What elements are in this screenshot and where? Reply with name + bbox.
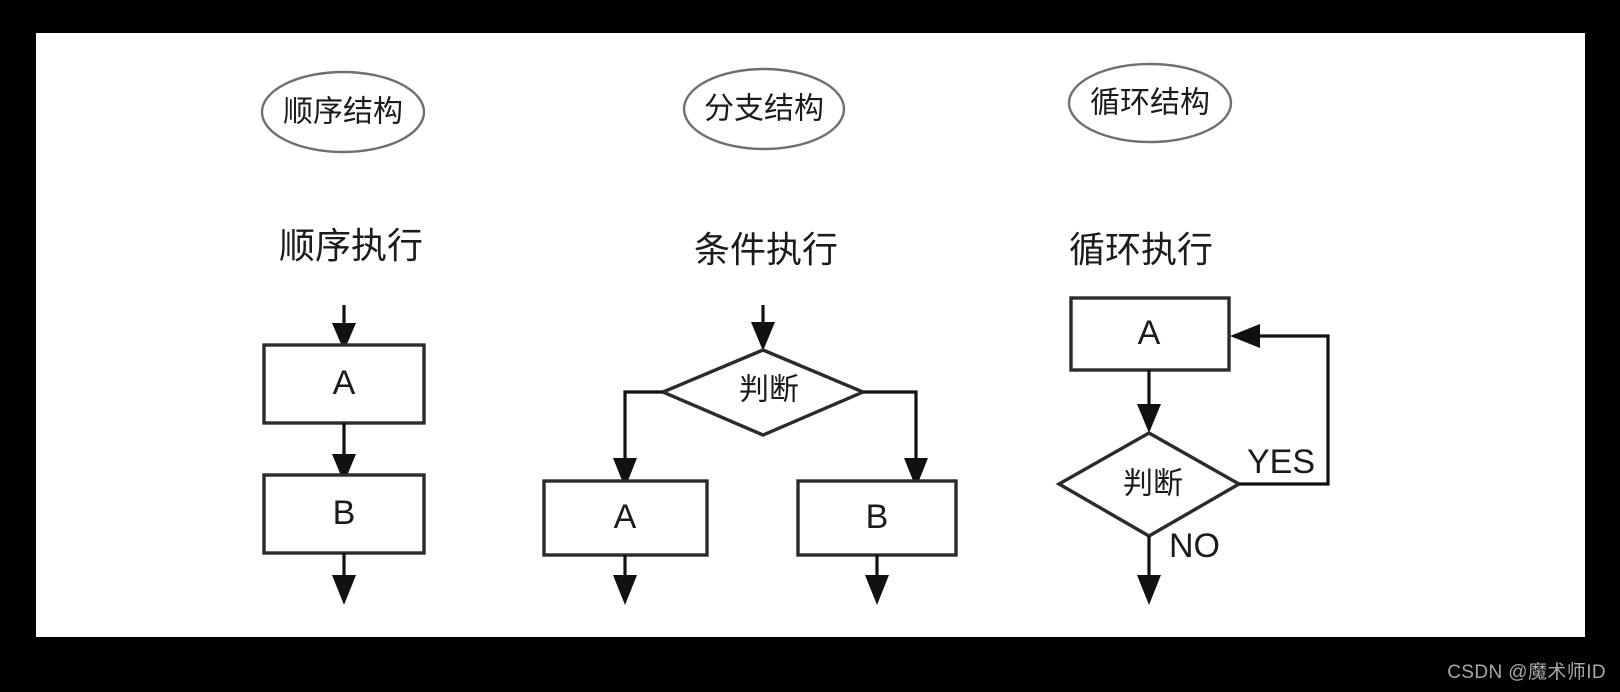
heading-loop: 循环执行 (1069, 230, 1213, 271)
column-loop: 循环结构 循环执行 A 判断 YES NO (1055, 62, 1330, 605)
diagram-surface: 顺序结构 顺序执行 A B (36, 33, 1585, 637)
arrowhead-branch-a-exit (613, 575, 637, 605)
node-label-seq-b: B (333, 494, 356, 532)
node-seq-b (262, 473, 426, 555)
node-branch-decision (658, 348, 868, 437)
heading-sequence: 顺序执行 (279, 226, 423, 267)
node-label-seq-a: A (333, 364, 356, 402)
edge-loop-yes (1239, 334, 1330, 486)
watermark-text: CSDN @魔术师ID (1447, 662, 1606, 683)
arrowhead-branch-entry (751, 322, 775, 351)
edge-label-loop-no: NO (1169, 527, 1220, 565)
badge-ellipse-loop (1067, 62, 1233, 144)
arrowhead-seq-a-to-b (332, 454, 356, 483)
node-label-loop-decision: 判断 (1123, 467, 1183, 502)
badge-label-loop: 循环结构 (1090, 86, 1210, 121)
badge-ellipse-branch (682, 67, 846, 151)
arrowhead-loop-yes (1230, 324, 1260, 348)
node-loop-a (1069, 296, 1231, 372)
badge-label-branch: 分支结构 (704, 92, 824, 127)
edge-label-loop-yes: YES (1247, 443, 1315, 481)
node-label-branch-decision: 判断 (739, 373, 799, 408)
node-branch-b (796, 479, 958, 557)
node-label-branch-a: A (614, 498, 637, 536)
arrowhead-loop-no (1137, 575, 1161, 605)
heading-branch: 条件执行 (694, 230, 838, 271)
node-seq-a (262, 343, 426, 425)
column-sequence: 顺序结构 顺序执行 A B (260, 70, 426, 605)
flowchart-svg: 顺序结构 顺序执行 A B (260, 62, 1330, 605)
arrowhead-branch-left (613, 458, 637, 488)
arrowhead-branch-right (904, 458, 928, 488)
edge-branch-left (623, 390, 663, 468)
arrowhead-seq-entry (332, 323, 356, 351)
badge-label-sequence: 顺序结构 (283, 95, 403, 130)
arrowhead-loop-a-to-decision (1137, 404, 1161, 433)
arrowhead-branch-b-exit (865, 575, 889, 605)
badge-ellipse-sequence (260, 70, 426, 154)
arrowhead-seq-exit (332, 575, 356, 605)
node-label-branch-b: B (866, 498, 889, 536)
node-label-loop-a: A (1138, 314, 1161, 352)
edge-branch-right (863, 390, 918, 468)
column-branch: 分支结构 条件执行 判断 A B (542, 67, 958, 605)
